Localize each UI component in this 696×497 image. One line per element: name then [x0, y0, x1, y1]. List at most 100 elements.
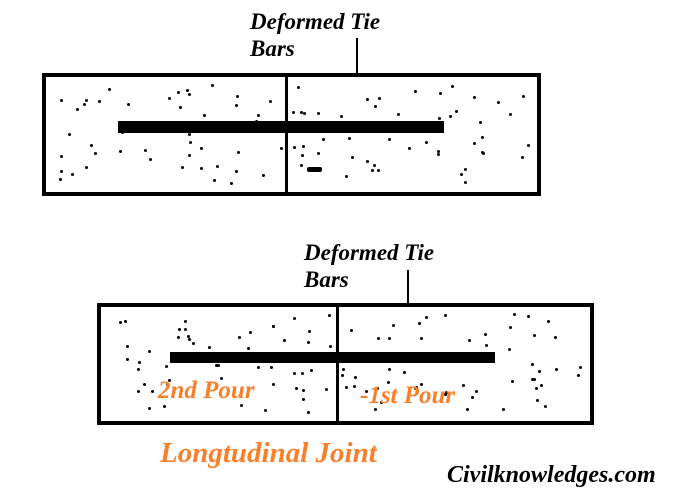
concrete-dot [350, 329, 354, 333]
concrete-dot [444, 390, 448, 394]
concrete-dot [533, 378, 537, 382]
concrete-dot [322, 138, 326, 142]
concrete-dot [443, 392, 447, 396]
concrete-dot [149, 158, 153, 162]
concrete-dot [230, 182, 234, 186]
concrete-dot [419, 336, 423, 340]
concrete-dot [484, 333, 488, 337]
concrete-dot [292, 145, 296, 149]
concrete-dot [183, 320, 187, 324]
concrete-dot [530, 377, 534, 381]
concrete-dot [75, 107, 79, 111]
concrete-dot [371, 169, 375, 173]
concrete-dot [219, 376, 223, 380]
tie-bar-label-bottom-line1: Deformed Tie [304, 240, 435, 265]
concrete-dot [354, 375, 358, 379]
concrete-dot [200, 167, 204, 171]
concrete-dot [213, 179, 217, 183]
concrete-dot [83, 102, 87, 106]
tie-bar-label-bottom-line2: Bars [304, 267, 349, 292]
tie-bar-label-top-line1: Deformed Tie [250, 9, 381, 34]
concrete-dot [437, 117, 441, 121]
concrete-dot [464, 181, 468, 185]
concrete-dot [179, 106, 183, 110]
concrete-dot [448, 114, 452, 118]
concrete-dot [579, 365, 583, 369]
concrete-dot [235, 170, 239, 174]
concrete-dot [236, 151, 240, 155]
concrete-dot [554, 367, 558, 371]
concrete-dot [180, 166, 184, 170]
concrete-dot [187, 337, 191, 341]
concrete-dot [553, 335, 557, 339]
concrete-dot [216, 164, 220, 168]
concrete-dot [340, 115, 344, 119]
concrete-dot [89, 144, 93, 148]
concrete-dot [462, 384, 466, 388]
concrete-dot [408, 146, 412, 150]
concrete-texture-top [46, 77, 537, 192]
concrete-dot [451, 84, 455, 88]
concrete-dot [292, 317, 296, 321]
concrete-dot [296, 85, 300, 89]
concrete-dot [375, 386, 379, 390]
concrete-dot [350, 156, 354, 160]
concrete-dot [475, 390, 479, 393]
concrete-dot [294, 386, 298, 390]
concrete-dot [544, 405, 548, 409]
concrete-dot [168, 96, 172, 100]
concrete-dot [307, 329, 311, 333]
concrete-dot [365, 98, 369, 102]
concrete-dot [188, 141, 192, 145]
concrete-dot [316, 152, 320, 156]
concrete-dot [187, 335, 191, 339]
concrete-dot [391, 324, 395, 328]
concrete-dot [521, 156, 525, 160]
concrete-dot [479, 121, 483, 125]
concrete-dot [480, 135, 484, 139]
concrete-dot [508, 348, 512, 352]
concrete-dot [137, 360, 141, 364]
concrete-dot [316, 112, 320, 116]
longitudinal-joint-line-bottom [336, 306, 339, 422]
concrete-dot [293, 371, 297, 375]
concrete-dot [269, 366, 273, 370]
concrete-dot [484, 344, 488, 348]
concrete-dot [216, 364, 220, 368]
concrete-dot [534, 387, 538, 391]
concrete-dot [147, 350, 151, 354]
watermark-civilknowledges: Civilknowledges.com [447, 462, 656, 488]
concrete-dot [373, 104, 377, 108]
concrete-dot [118, 320, 122, 324]
concrete-dot [71, 173, 75, 177]
concrete-dot [263, 408, 267, 412]
concrete-dot [178, 328, 182, 332]
concrete-dot [415, 385, 419, 389]
concrete-dot [59, 169, 63, 173]
concrete-dot [310, 368, 314, 372]
concrete-dot [256, 114, 260, 118]
concrete-dot [300, 164, 304, 168]
concrete-dot [108, 87, 112, 91]
concrete-dot [236, 94, 240, 98]
concrete-dot [437, 150, 440, 154]
concrete-dot [234, 103, 238, 107]
concrete-dot [439, 92, 443, 96]
tie-bar-label-bottom: Deformed Tie Bars [304, 239, 434, 293]
concrete-dot [473, 141, 477, 145]
concrete-dot [177, 336, 181, 340]
tie-bar-label-top: Deformed Tie Bars [250, 8, 380, 62]
concrete-dot [143, 149, 147, 152]
concrete-dot [420, 382, 424, 386]
concrete-dot [238, 336, 242, 340]
concrete-dot [468, 338, 472, 342]
concrete-dot [470, 395, 474, 399]
concrete-dot [511, 380, 515, 384]
concrete-dot [341, 374, 345, 378]
concrete-dot [328, 313, 332, 317]
concrete-dot [521, 94, 525, 98]
concrete-dot [328, 344, 332, 348]
concrete-dot [210, 83, 214, 87]
concrete-dot [413, 89, 417, 93]
